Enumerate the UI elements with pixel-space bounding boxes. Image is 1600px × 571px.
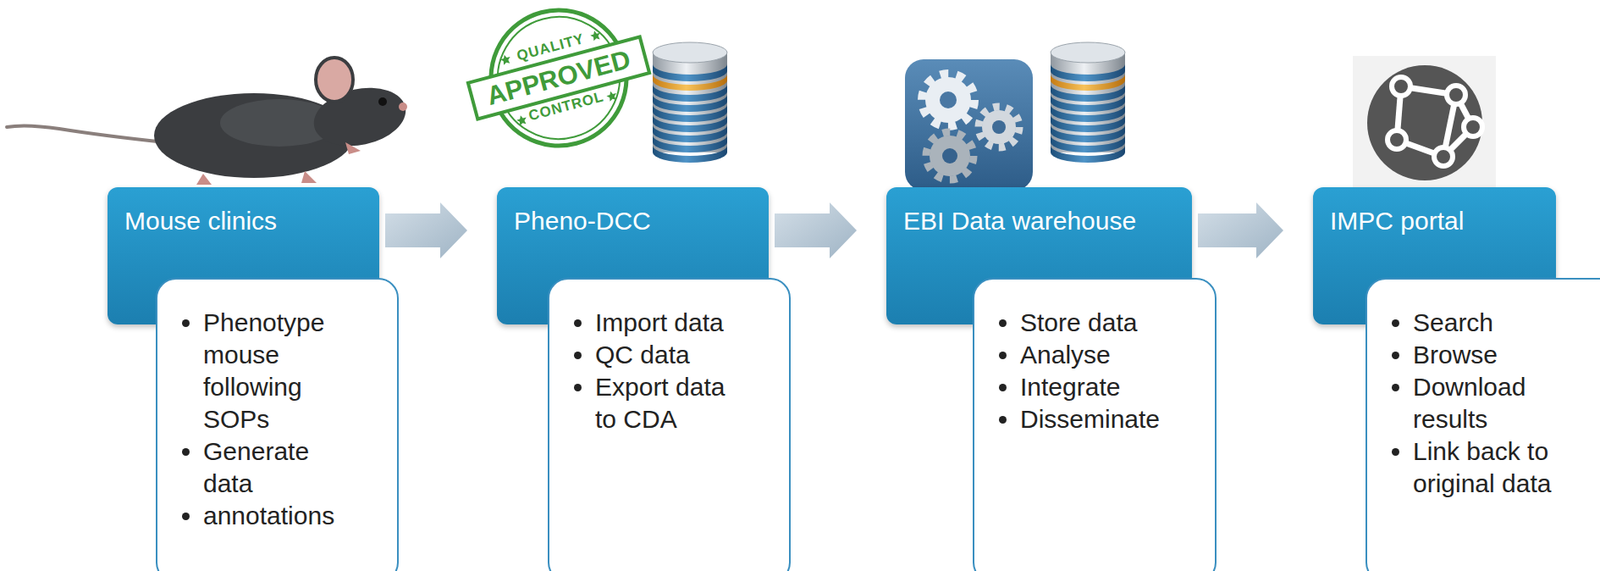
task-list-box: Import dataQC dataExport data to CDA	[547, 277, 791, 571]
database-icon	[1050, 42, 1126, 163]
task-item: Search	[1412, 306, 1581, 339]
task-item: Export data to CDA	[595, 370, 752, 436]
stage-title: IMPC portal	[1329, 205, 1464, 237]
task-list-box: SearchBrowseDownload resultsLink back to…	[1365, 277, 1600, 571]
task-list: Phenotype mouse following SOPsGenerate d…	[203, 306, 360, 532]
task-list: SearchBrowseDownload resultsLink back to…	[1412, 306, 1581, 500]
task-item: Phenotype mouse following SOPs	[203, 306, 360, 436]
task-item: Store data	[1020, 306, 1178, 339]
task-list-box: Phenotype mouse following SOPsGenerate d…	[155, 277, 399, 571]
task-list-box: Store dataAnalyseIntegrateDisseminate	[972, 277, 1217, 571]
task-item: Generate data	[203, 435, 360, 500]
task-item: Analyse	[1020, 338, 1178, 371]
stamp-text-holder: QUALITYAPPROVEDCONTROL	[442, 0, 674, 170]
task-item: Download results	[1412, 370, 1581, 436]
gears-icon	[904, 59, 1033, 191]
task-item: Import data	[595, 306, 752, 339]
flow-arrow	[385, 202, 468, 259]
task-list: Store dataAnalyseIntegrateDisseminate	[1020, 306, 1178, 436]
quality-stamp	[455, 0, 663, 166]
stage-title: Pheno-DCC	[513, 205, 652, 237]
network-globe-icon	[1352, 55, 1496, 189]
task-list: Import dataQC dataExport data to CDA	[595, 306, 752, 436]
task-item: QC data	[595, 338, 752, 371]
flow-arrow	[774, 202, 857, 259]
task-item: Link back to original data	[1412, 435, 1581, 500]
task-item: Integrate	[1020, 370, 1178, 403]
task-item: annotations	[203, 499, 360, 532]
flow-arrow	[1197, 202, 1284, 259]
task-item: Browse	[1412, 338, 1581, 371]
stage-title: EBI Data warehouse	[903, 205, 1137, 237]
task-item: Disseminate	[1020, 402, 1178, 436]
stage-title: Mouse clinics	[124, 205, 277, 237]
database-icon	[652, 42, 728, 163]
mouse-picture	[6, 57, 412, 185]
